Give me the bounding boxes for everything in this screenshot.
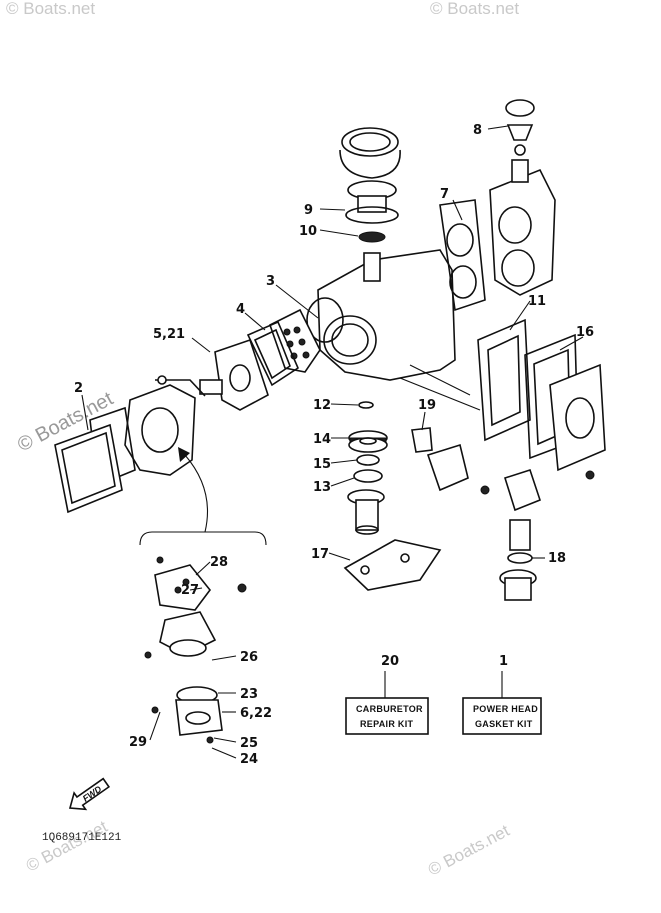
carburetor-repair-kit: CARBURETOR REPAIR KIT — [345, 671, 429, 735]
fwd-arrow: FWD — [68, 777, 111, 811]
callout-9: 9 — [304, 203, 313, 218]
callout-23: 23 — [240, 687, 258, 702]
callout-25: 25 — [240, 736, 258, 751]
callout-10: 10 — [299, 224, 317, 239]
power-head-kit-line1: POWER HEAD — [473, 704, 538, 714]
callout-6-22: 6,22 — [240, 706, 272, 721]
thermostat-lower — [499, 468, 541, 601]
gasket-19 — [411, 427, 433, 453]
callout-14: 14 — [313, 432, 331, 447]
callout-labels: 8 9 10 7 3 4 5,21 11 16 2 12 19 14 15 13… — [74, 123, 594, 767]
callout-8: 8 — [473, 123, 482, 138]
power-head-kit-line2: GASKET KIT — [475, 719, 533, 729]
svg-text:© Boats.net: © Boats.net — [23, 817, 111, 876]
callout-5-21: 5,21 — [153, 327, 185, 342]
callout-2: 2 — [74, 381, 83, 396]
cylinder-head — [489, 159, 556, 296]
callout-1: 1 — [499, 654, 508, 669]
callout-28: 28 — [210, 555, 228, 570]
callout-3: 3 — [266, 274, 275, 289]
callout-4: 4 — [236, 302, 245, 317]
watermark-top-left: © Boats.net — [6, 0, 95, 18]
svg-text:© Boats.net: © Boats.net — [430, 0, 519, 18]
exhaust-cover — [549, 363, 606, 480]
o-ring-13 — [353, 469, 383, 483]
watermark-bottom-right: © Boats.net — [425, 821, 513, 880]
callout-16: 16 — [576, 325, 594, 340]
intake-gasket — [246, 320, 300, 387]
crankcase-block — [306, 249, 481, 411]
callout-17: 17 — [311, 547, 329, 562]
power-head-gasket-kit: POWER HEAD GASKET KIT — [462, 671, 542, 735]
carburetor — [124, 375, 206, 476]
carburetor-kit-line2: REPAIR KIT — [360, 719, 414, 729]
o-ring-15 — [356, 454, 380, 466]
oil-seal-12 — [358, 401, 374, 409]
carburetor-kit-line1: CARBURETOR — [356, 704, 423, 714]
lower-seal-housing — [347, 489, 385, 535]
gasket-17 — [343, 539, 442, 591]
svg-text:© Boats.net: © Boats.net — [6, 0, 95, 18]
drawing-code: 1Q689171E121 — [42, 832, 122, 844]
fuel-pump-inset — [139, 447, 267, 744]
cylinder-head-cover — [339, 127, 401, 243]
callout-19: 19 — [418, 398, 436, 413]
callout-18: 18 — [548, 551, 566, 566]
callout-27: 27 — [181, 583, 199, 598]
callout-11: 11 — [528, 294, 546, 309]
reed-valve-plate — [269, 308, 321, 373]
watermark-top-right: © Boats.net — [430, 0, 519, 18]
callout-20: 20 — [381, 654, 399, 669]
head-gasket-7 — [439, 199, 486, 312]
exhaust-gasket-11 — [477, 318, 531, 442]
callout-12: 12 — [313, 398, 331, 413]
thermostat-cover — [505, 99, 535, 156]
watermark-bottom-left: © Boats.net — [23, 817, 111, 876]
callout-7: 7 — [440, 187, 449, 202]
silencer-cover — [54, 423, 123, 514]
leader-lines — [81, 125, 584, 759]
svg-text:© Boats.net: © Boats.net — [425, 821, 513, 880]
bearing-14 — [348, 430, 388, 453]
fuel-pump-body — [426, 443, 490, 495]
intake-manifold — [199, 338, 269, 411]
callout-26: 26 — [240, 650, 258, 665]
callout-13: 13 — [313, 480, 331, 495]
callout-29: 29 — [129, 735, 147, 750]
callout-15: 15 — [313, 457, 331, 472]
callout-24: 24 — [240, 752, 258, 767]
